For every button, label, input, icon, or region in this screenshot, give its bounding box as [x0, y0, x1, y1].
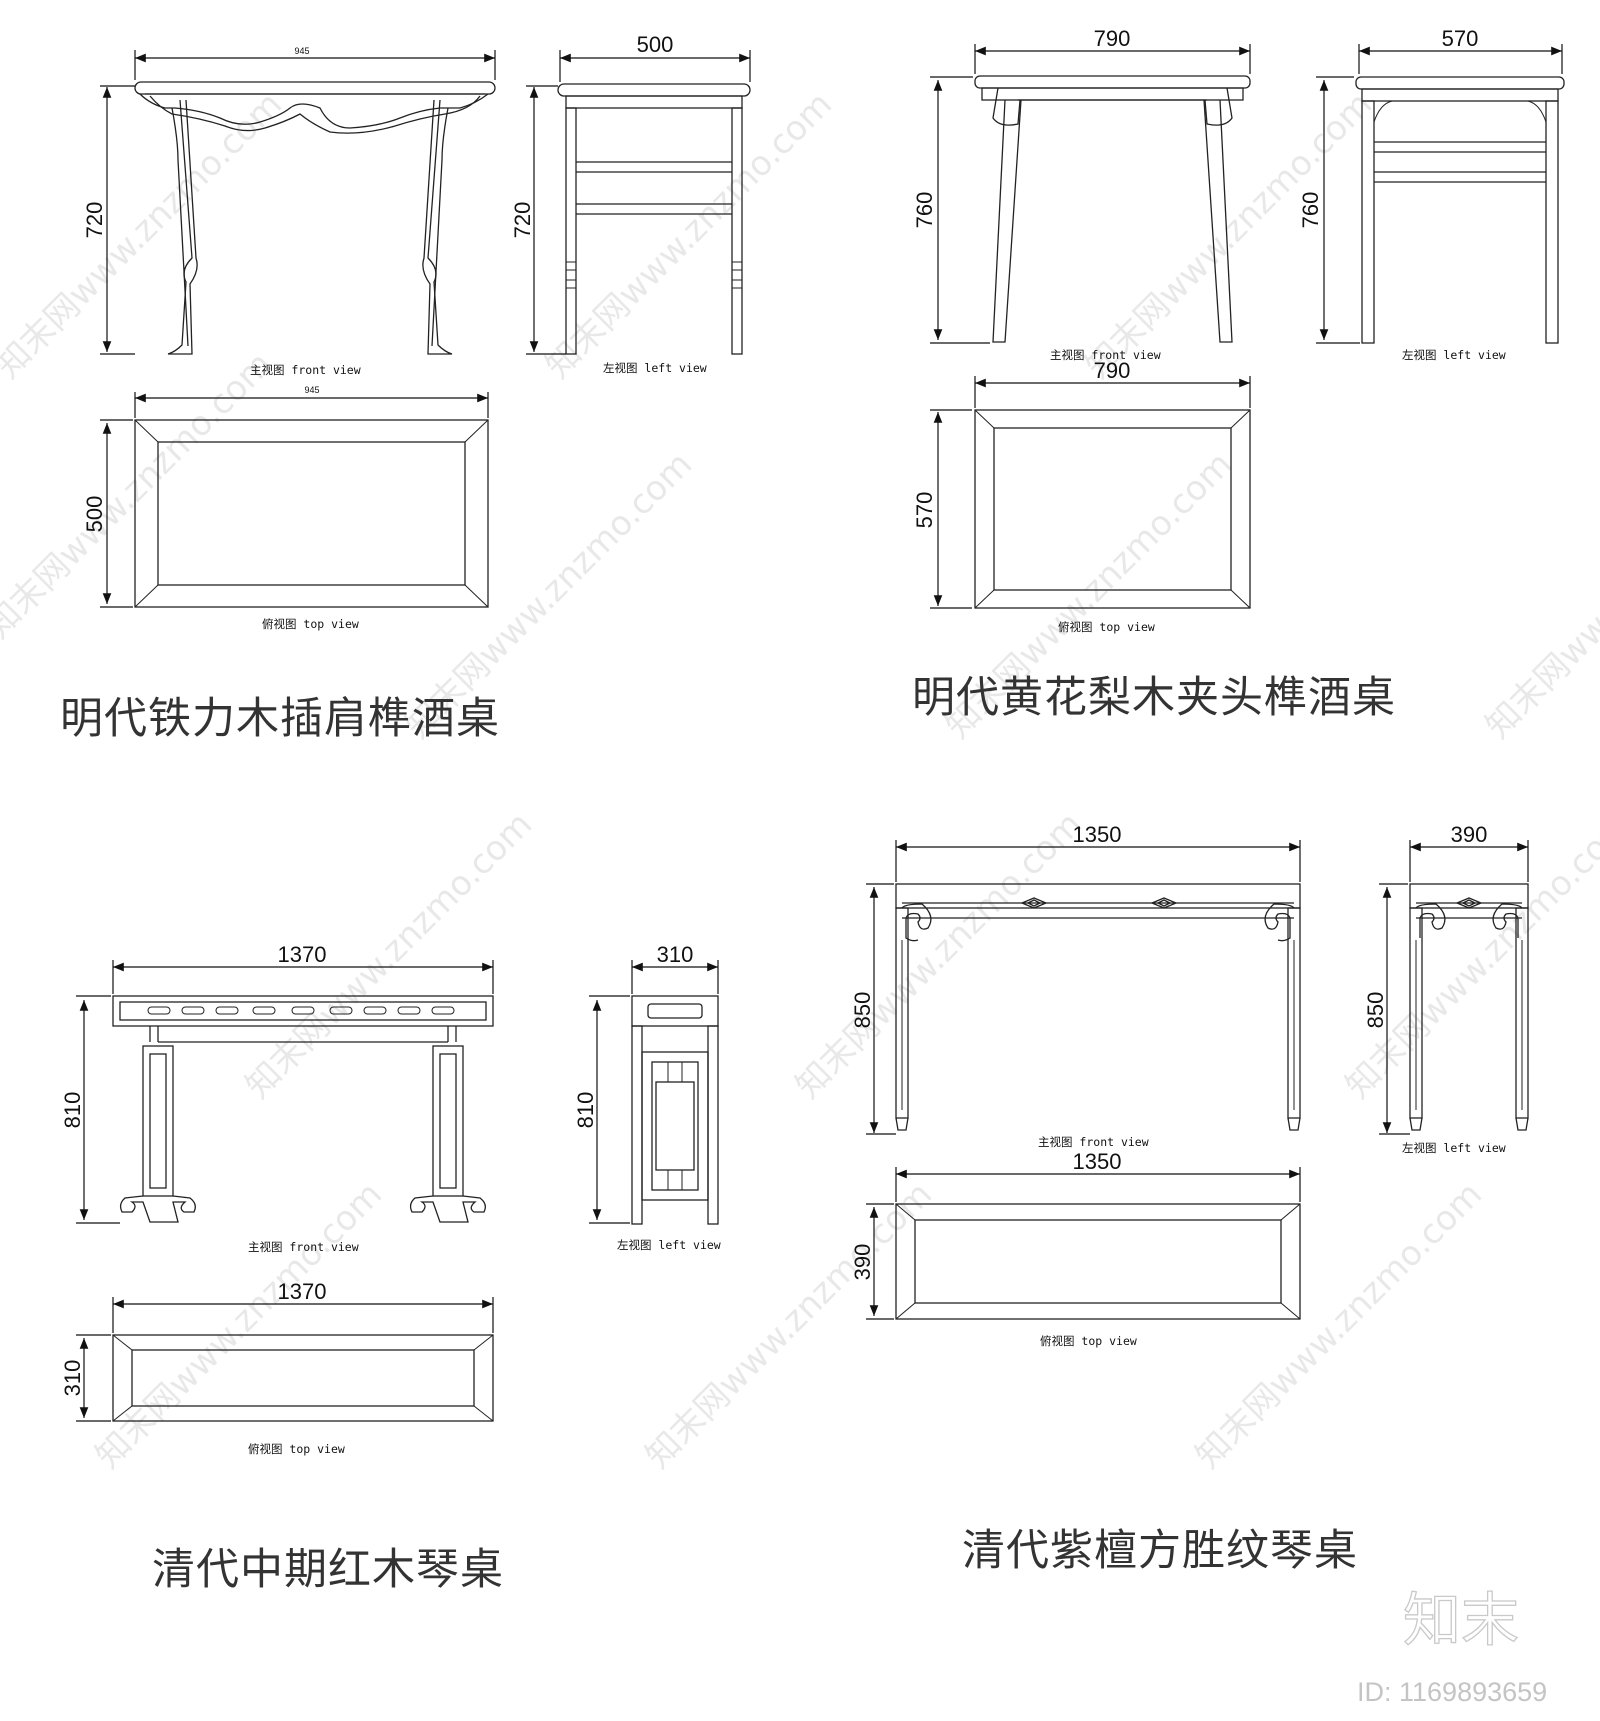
table-1-title: 明代铁力木插肩榫酒桌 — [60, 694, 500, 744]
table-4-top-caption: 俯视图 top view — [1040, 1334, 1137, 1348]
table-3-title: 清代中期红木琴桌 — [152, 1545, 504, 1595]
table-1-left-depth: 500 — [637, 32, 674, 57]
table-2-top-dims: 790 570 俯视图 top view — [912, 358, 1251, 634]
table-4-front-height: 850 — [850, 992, 875, 1029]
table-3-left-dims: 310 810 左视图 left view — [573, 942, 721, 1252]
table-1-left-height: 720 — [510, 202, 535, 239]
table-4-drawings: 1350 850 主视图 front view 390 — [850, 822, 1529, 1576]
table-2-front-dims: 790 760 主视图 front view — [912, 26, 1251, 362]
table-3-top-width: 1370 — [278, 1279, 327, 1304]
table-3-top-depth: 310 — [60, 1360, 85, 1397]
table-2-front-caption: 主视图 front view — [1050, 348, 1161, 362]
table-3-top-view — [112, 1334, 494, 1422]
watermark-text: 知末网www.znzmo.com — [88, 1174, 390, 1476]
table-2-front-view — [974, 75, 1251, 343]
table-1-top-dims: 945 500 俯视图 top view — [82, 385, 489, 631]
table-4-left-depth: 390 — [1451, 822, 1488, 847]
table-4-title: 清代紫檀方胜纹琴桌 — [962, 1526, 1358, 1576]
watermark-layer: 知末网www.znzmo.com 知末网www.znzmo.com 知末网www… — [0, 84, 1600, 1476]
table-3-left-depth: 310 — [657, 942, 694, 967]
table-4-left-caption: 左视图 left view — [1402, 1141, 1506, 1155]
watermark-text: 知末网www.znzmo.com — [638, 1174, 940, 1476]
table-1-top-depth: 500 — [82, 496, 107, 533]
table-4-top-depth: 390 — [850, 1244, 875, 1281]
table-1-front-view — [134, 81, 496, 355]
table-4-front-view — [895, 883, 1301, 1131]
table-4-left-dims: 390 850 左视图 left view — [1363, 822, 1529, 1155]
table-1-drawings: 945 720 主视图 front view 500 — [60, 32, 751, 744]
table-4-top-view — [895, 1203, 1301, 1320]
watermark-text: 知末网www.znzmo.com — [0, 84, 290, 386]
watermark-text: 知末网www.znzmo.com — [538, 84, 840, 386]
table-1-front-width: 945 — [294, 46, 309, 56]
table-2-drawings: 790 760 主视图 front view 570 — [912, 26, 1565, 723]
table-1-left-caption: 左视图 left view — [603, 361, 707, 375]
table-2-top-width: 790 — [1094, 358, 1131, 383]
table-2-top-caption: 俯视图 top view — [1058, 620, 1155, 634]
table-2-top-view — [974, 409, 1251, 609]
table-2-left-view — [1355, 76, 1565, 344]
table-2-left-caption: 左视图 left view — [1402, 348, 1506, 362]
table-2-title: 明代黄花梨木夹头榫酒桌 — [912, 673, 1396, 723]
watermark-text: 知末网www.znzmo.com — [1478, 444, 1600, 746]
table-4-top-width: 1350 — [1073, 1149, 1122, 1174]
table-3-left-height: 810 — [573, 1092, 598, 1129]
table-2-left-depth: 570 — [1442, 26, 1479, 51]
table-2-left-dims: 570 760 左视图 left view — [1298, 26, 1563, 362]
table-3-top-dims: 1370 310 俯视图 top view — [60, 1279, 494, 1456]
table-3-front-caption: 主视图 front view — [248, 1240, 359, 1254]
table-3-front-dims: 1370 810 主视图 front view — [60, 942, 494, 1254]
table-4-front-caption: 主视图 front view — [1038, 1135, 1149, 1149]
watermark-text: 知末网www.znzmo.com — [1078, 84, 1380, 386]
table-3-front-height: 810 — [60, 1092, 85, 1129]
brand-logo: 知末 — [1403, 1586, 1519, 1654]
table-3-left-caption: 左视图 left view — [617, 1238, 721, 1252]
table-1-front-caption: 主视图 front view — [250, 363, 361, 377]
table-3-drawings: 1370 810 主视图 front view 310 — [60, 942, 721, 1595]
table-1-left-view — [557, 83, 751, 355]
table-1-front-dims: 945 720 主视图 front view — [82, 46, 496, 377]
table-3-front-view — [112, 995, 494, 1223]
table-1-left-dims: 500 720 左视图 left view — [510, 32, 751, 375]
table-1-top-caption: 俯视图 top view — [262, 617, 359, 631]
table-4-left-view — [1409, 883, 1529, 1131]
watermark-text: 知末网www.znzmo.com — [788, 804, 1090, 1106]
table-1-front-height: 720 — [82, 202, 107, 239]
table-2-left-height: 760 — [1298, 192, 1323, 229]
table-2-top-depth: 570 — [912, 492, 937, 529]
table-4-left-height: 850 — [1363, 992, 1388, 1029]
watermark-text: 知末网www.znzmo.com — [0, 344, 280, 646]
table-3-front-width: 1370 — [278, 942, 327, 967]
table-1-top-view — [134, 419, 489, 608]
table-2-front-height: 760 — [912, 192, 937, 229]
watermark-text: 知末网www.znzmo.com — [1338, 804, 1600, 1106]
table-2-front-width: 790 — [1094, 26, 1131, 51]
table-3-left-view — [631, 995, 719, 1225]
table-3-top-caption: 俯视图 top view — [248, 1442, 345, 1456]
table-4-front-width: 1350 — [1073, 822, 1122, 847]
table-4-front-dims: 1350 850 主视图 front view — [850, 822, 1301, 1149]
table-1-top-width: 945 — [304, 385, 319, 395]
image-id: ID: 1169893659 — [1357, 1677, 1547, 1707]
table-4-top-dims: 1350 390 俯视图 top view — [850, 1149, 1301, 1348]
